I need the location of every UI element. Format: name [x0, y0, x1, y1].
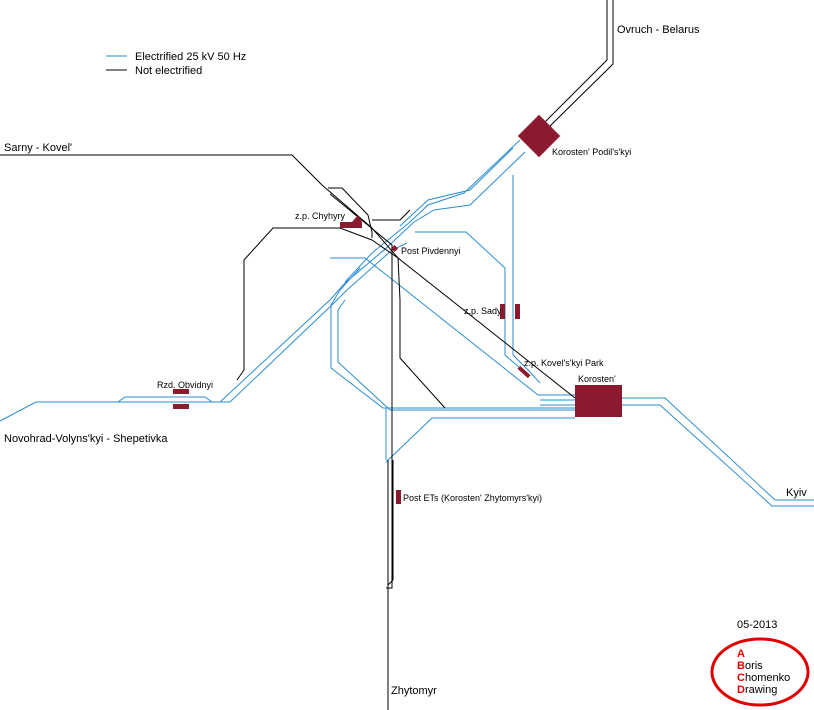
- signature-rest-b: oris: [745, 660, 763, 672]
- signature-initial-d: D: [737, 684, 745, 696]
- station-korosten-label: Korosten': [578, 374, 616, 384]
- signature-date: 05-2013: [737, 619, 777, 631]
- station-korosten-podilskyi-label: Korosten' Podil's'kyi: [552, 147, 631, 157]
- station-kovelskyi-park-marker: [517, 365, 531, 379]
- station-post-ets-marker: [396, 490, 401, 504]
- line-ne-2: [381, 151, 526, 253]
- stations: Korosten' Podil's'kyi z.p. Chyhyry Post …: [157, 114, 631, 504]
- line-ne-1: [344, 139, 521, 283]
- line-zhytomyr-2: [387, 460, 394, 586]
- line-kyiv-2: [622, 404, 814, 507]
- line-novohrad-lower: [117, 396, 213, 403]
- station-post-pivdennyi-label: Post Pivdennyi: [401, 246, 461, 256]
- destination-novohrad: Novohrad-Volyns'kyi - Shepetivka: [4, 433, 168, 445]
- destination-zhytomyr: Zhytomyr: [391, 685, 437, 697]
- line-ovruch-2: [549, 0, 614, 127]
- line-chyhyry-se: [329, 193, 393, 589]
- destination-ovruch: Ovruch - Belarus: [617, 24, 700, 36]
- signature-initial-c: C: [737, 672, 745, 684]
- signature-line-c: Chomenko: [737, 672, 790, 684]
- signature: 05-2013 A Boris Chomenko Drawing: [710, 619, 810, 707]
- signature-line-a: A: [737, 648, 745, 660]
- signature-initial-b: B: [737, 660, 745, 672]
- electrified-lines: [0, 139, 814, 507]
- station-obvidnyi-marker-b: [173, 404, 189, 409]
- station-post-ets-label: Post ETs (Korosten' Zhytomyrs'kyi): [403, 493, 542, 503]
- line-inner-loop-b: [337, 299, 456, 411]
- line-zhytomyr-junction-b: [385, 417, 575, 463]
- line-novohrad-track2: [175, 242, 408, 403]
- signature-line-b: Boris: [737, 660, 763, 672]
- line-novohrad-upper: [0, 249, 385, 422]
- station-obvidnyi-marker-a: [173, 389, 189, 394]
- line-sarny: [0, 154, 576, 399]
- line-inner-loop-a: [330, 267, 575, 409]
- station-chyhyry-marker: [340, 215, 362, 228]
- legend-not-electrified-label: Not electrified: [135, 65, 202, 77]
- legend-electrified-label: Electrified 25 kV 50 Hz: [135, 51, 246, 63]
- destinations: Ovruch - Belarus Sarny - Kovel' Novohrad…: [4, 24, 807, 697]
- station-kovelskyi-park-label: z.p. Kovel's'kyi Park: [524, 358, 604, 368]
- station-chyhyry-label: z.p. Chyhyry: [295, 211, 346, 221]
- line-sarny-3: [372, 209, 411, 221]
- destination-sarny: Sarny - Kovel': [4, 142, 72, 154]
- station-sady-marker-b: [515, 304, 520, 319]
- line-sarny-2: [328, 187, 373, 238]
- non-electrified-lines: [0, 0, 614, 710]
- station-sady-label: z.p. Sady: [464, 306, 502, 316]
- line-ne-3: [399, 147, 514, 227]
- signature-rest-c: homenko: [745, 672, 790, 684]
- line-kyiv-1: [622, 397, 814, 501]
- signature-rest-d: rawing: [745, 684, 777, 696]
- line-pivdennyi-korosten-2: [415, 231, 521, 369]
- line-ovruch-1: [544, 0, 608, 123]
- destination-kyiv: Kyiv: [786, 487, 807, 499]
- signature-line-d: Drawing: [737, 684, 777, 696]
- station-sady-marker-a: [500, 304, 505, 319]
- line-obvidnyi-loop: [236, 227, 446, 409]
- line-pivdennyi-korosten-1: [330, 257, 575, 396]
- station-korosten-marker: [575, 385, 622, 417]
- station-obvidnyi-label: Rzd. Obvidnyi: [157, 380, 213, 390]
- legend: Electrified 25 kV 50 Hz Not electrified: [106, 51, 246, 77]
- signature-ring: [710, 637, 810, 707]
- line-podilskyi-south: [512, 175, 541, 384]
- signature-initial-a: A: [737, 648, 745, 660]
- station-post-pivdennyi-marker: [390, 244, 399, 253]
